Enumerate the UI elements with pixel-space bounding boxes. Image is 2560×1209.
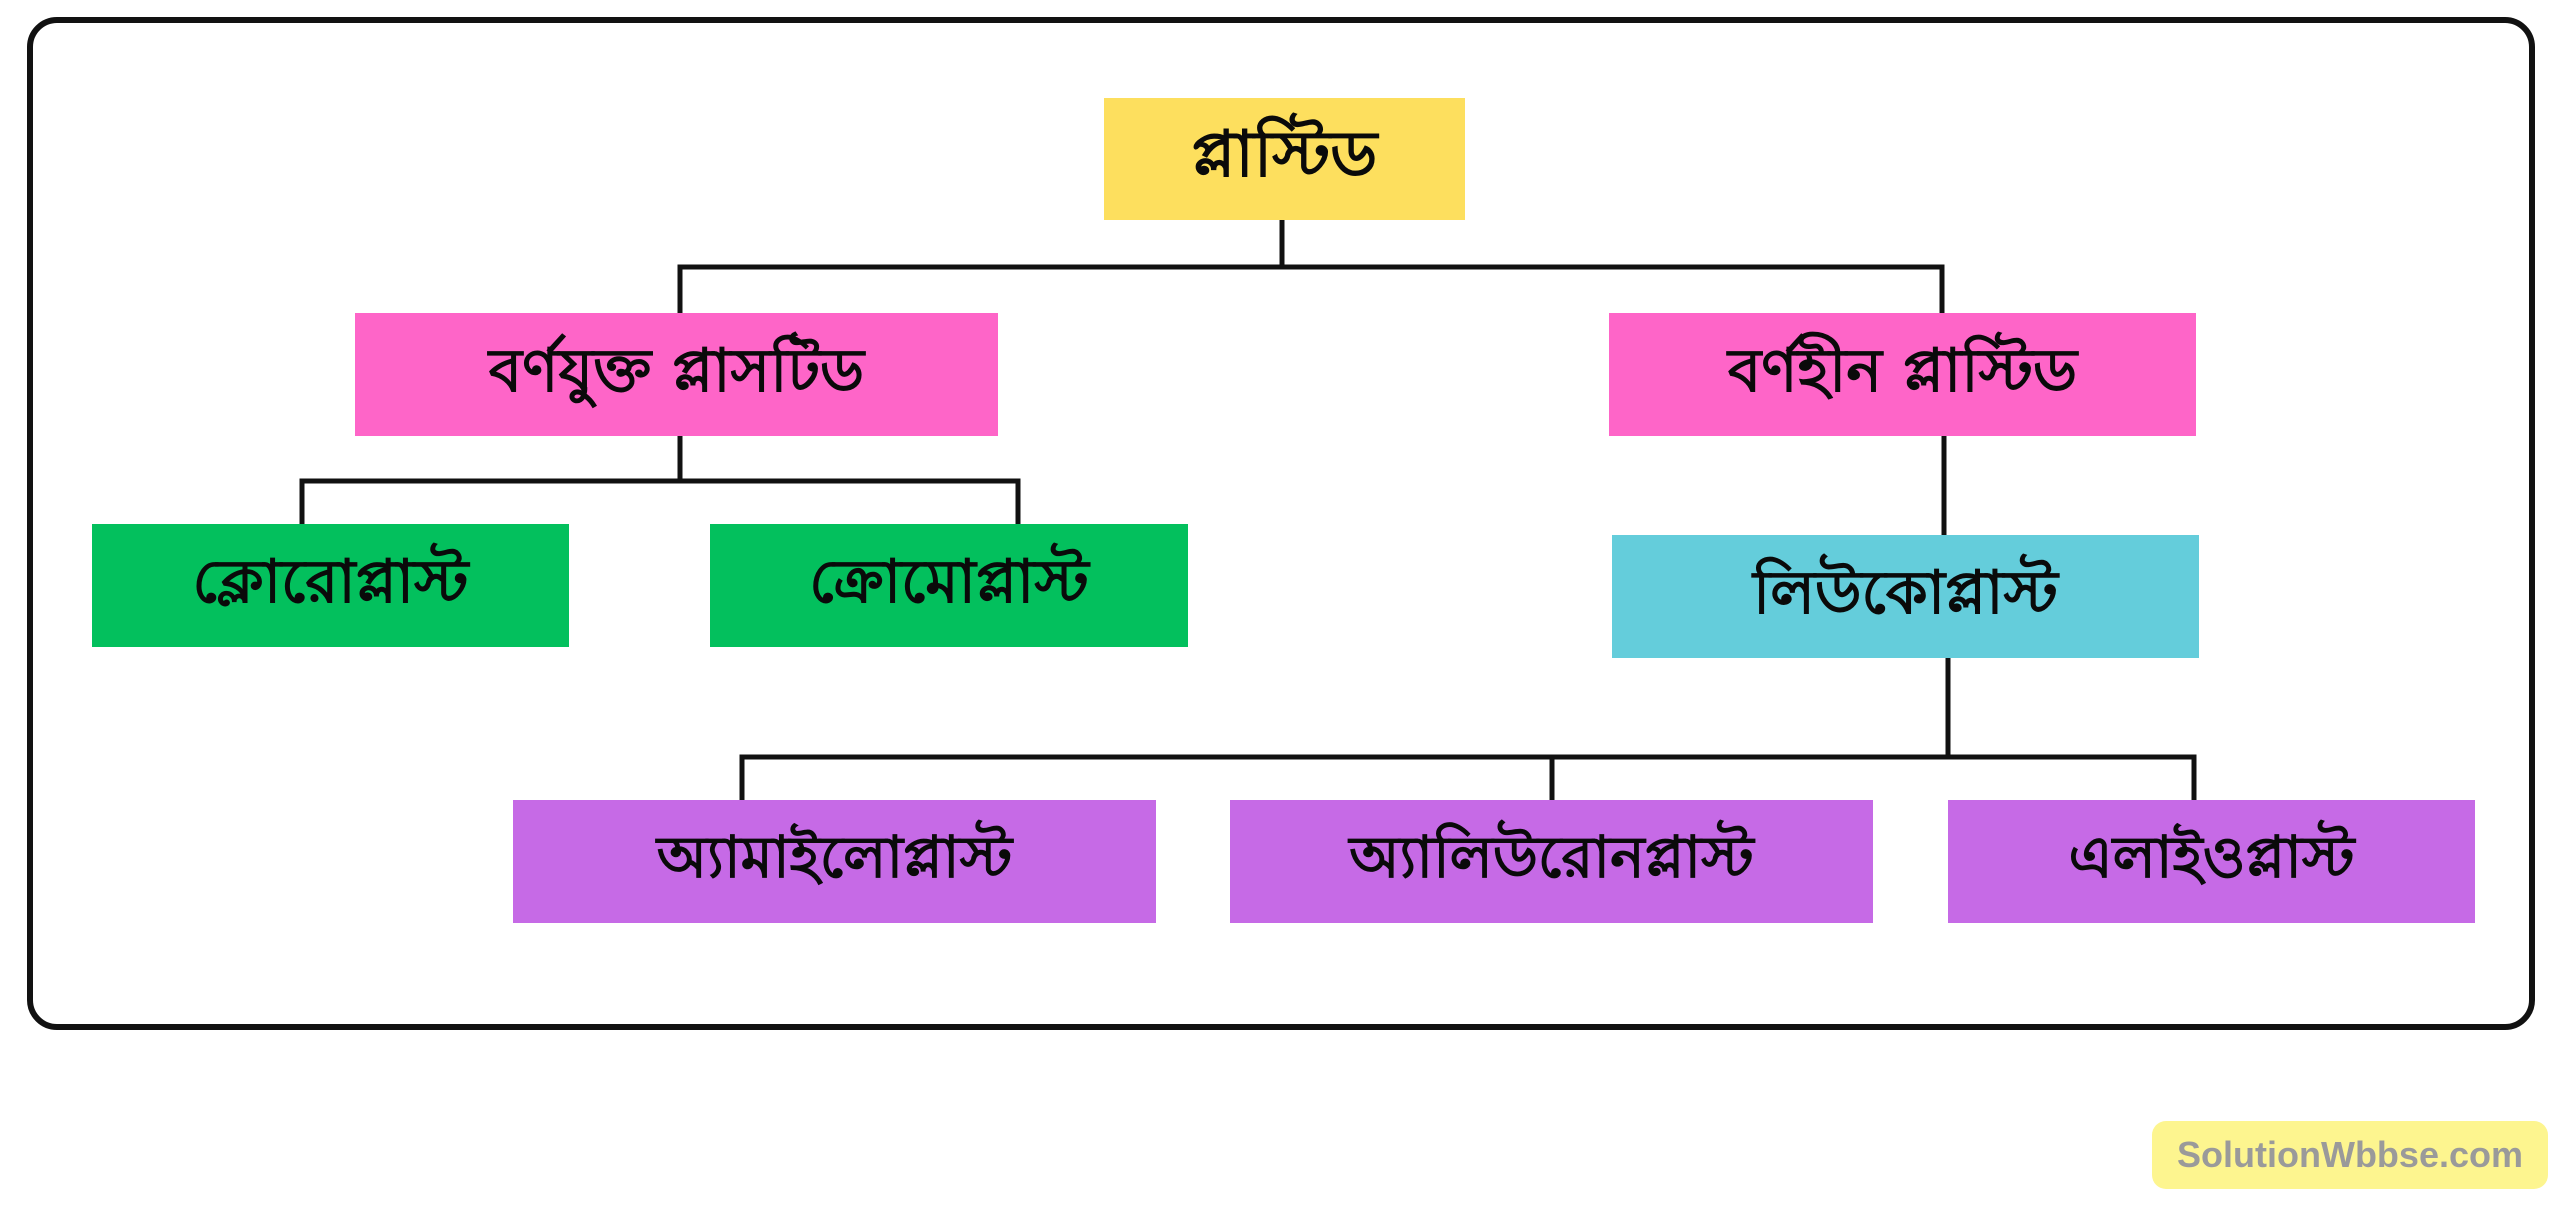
node-non-pigmented-plastid: বর্ণহীন প্লাস্টিড [1609, 313, 2196, 436]
node-aleuroplast: অ্যালিউরোনপ্লাস্ট [1230, 800, 1873, 923]
connector-leucoplast-to-children [739, 654, 2197, 803]
connector-pigmented-to-children [299, 433, 1021, 528]
node-chromoplast: ক্রোমোপ্লাস্ট [710, 524, 1188, 647]
node-chloroplast: ক্লোরোপ্লাস্ট [92, 524, 569, 647]
node-pigmented-plastid: বর্ণযুক্ত প্লাসটিড [355, 313, 998, 436]
connector-root-to-categories [677, 215, 1945, 316]
node-leucoplast: লিউকোপ্লাস্ট [1612, 535, 2199, 658]
watermark-badge: SolutionWbbse.com [2152, 1121, 2548, 1189]
node-amyloplast: অ্যামাইলোপ্লাস্ট [513, 800, 1156, 923]
node-elaioplast: এলাইওপ্লাস্ট [1948, 800, 2475, 923]
node-plastid: প্লাস্টিড [1104, 98, 1465, 220]
